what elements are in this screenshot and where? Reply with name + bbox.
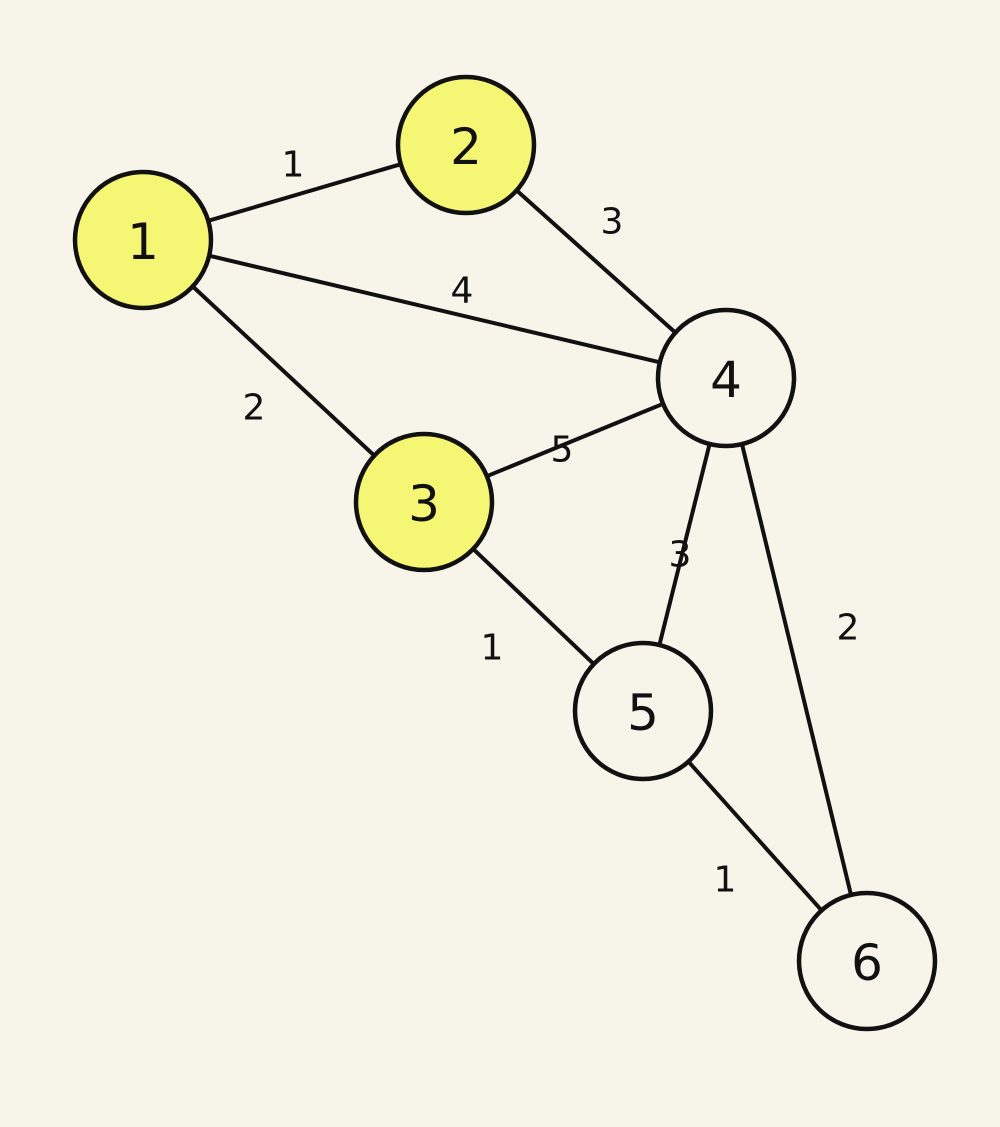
node-label-6: 6 [851, 934, 883, 992]
edge-weight-5-6: 1 [714, 860, 737, 901]
edge-weight-2-4: 3 [601, 202, 624, 243]
node-1: 1 [72, 169, 214, 311]
edge-weight-3-5: 1 [481, 628, 504, 669]
node-circle-6 [796, 890, 938, 1032]
edge-weight-4-5: 3 [669, 535, 692, 576]
node-circle-2 [395, 74, 537, 216]
node-2: 2 [395, 74, 537, 216]
edge-1-4 [207, 253, 662, 365]
nodes-layer: 1 2 3 4 5 6 [72, 74, 938, 1032]
weights-layer: 1 3 4 2 5 3 2 1 1 [243, 145, 860, 901]
node-3: 3 [353, 431, 495, 573]
node-label-1: 1 [127, 213, 159, 271]
edge-weight-4-6: 2 [837, 608, 860, 649]
edges-layer [190, 162, 853, 913]
edge-1-3 [190, 284, 377, 458]
edge-weight-1-2: 1 [282, 145, 305, 186]
edge-weight-3-4: 5 [551, 430, 574, 471]
node-circle-5 [572, 640, 714, 782]
edge-5-6 [686, 759, 824, 913]
edge-3-4 [484, 401, 666, 479]
edge-4-6 [740, 442, 853, 897]
node-circle-4 [655, 307, 797, 449]
edge-weight-1-3: 2 [243, 388, 266, 429]
node-label-3: 3 [408, 475, 440, 533]
node-6: 6 [796, 890, 938, 1032]
node-label-5: 5 [627, 684, 659, 742]
node-circle-3 [353, 431, 495, 573]
edge-1-2 [206, 162, 403, 223]
edge-3-5 [471, 546, 596, 667]
node-label-4: 4 [710, 351, 742, 409]
node-5: 5 [572, 640, 714, 782]
edge-weight-1-4: 4 [451, 271, 474, 312]
node-label-2: 2 [450, 118, 482, 176]
edge-4-5 [657, 442, 712, 647]
edge-2-4 [514, 188, 678, 335]
node-circle-1 [72, 169, 214, 311]
node-4: 4 [655, 307, 797, 449]
